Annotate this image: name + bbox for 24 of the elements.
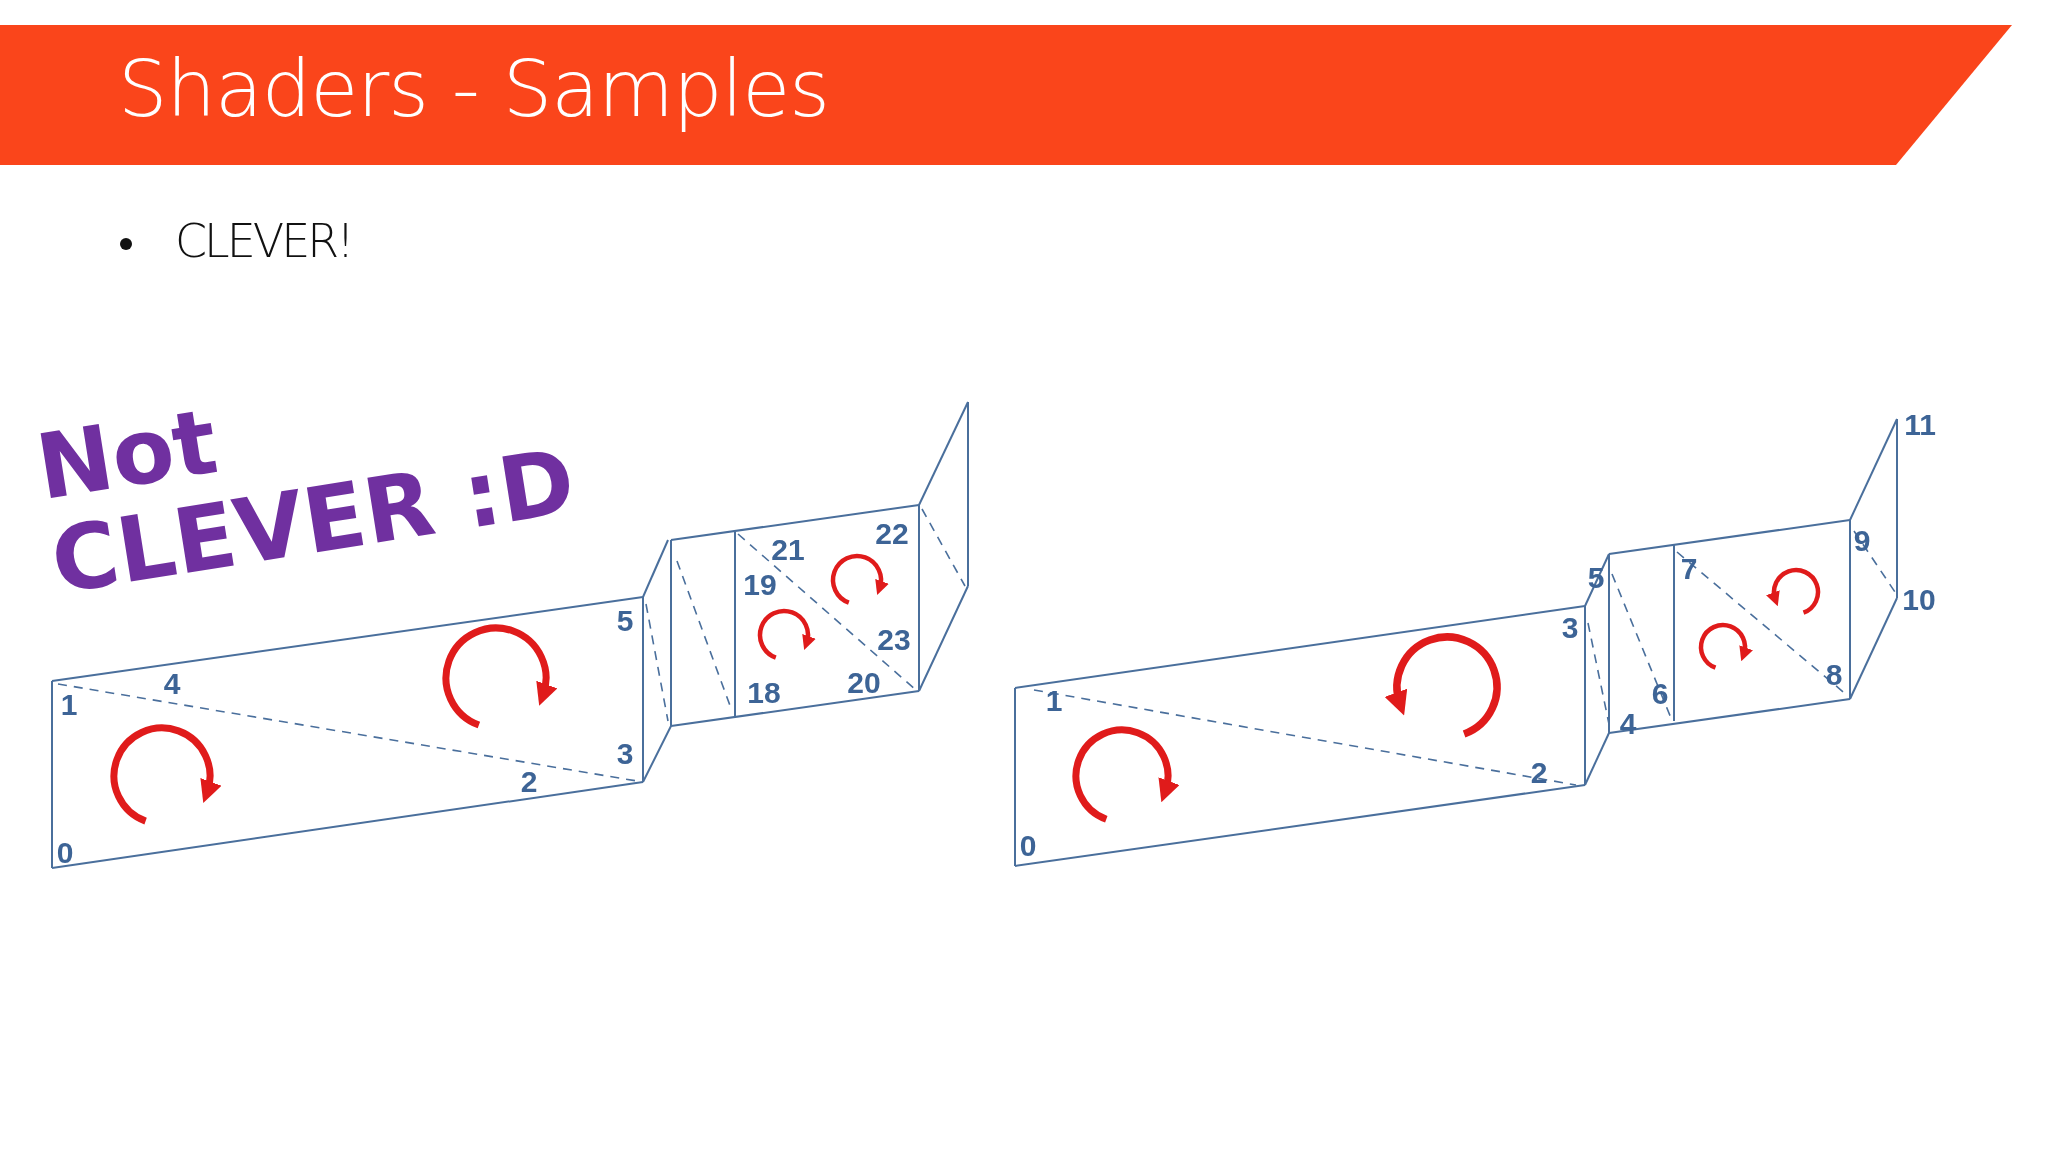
vertex-number: 7 [1680, 554, 1698, 584]
vertex-number: 10 [1902, 585, 1936, 615]
vertex-number: 2 [520, 767, 538, 797]
vertex-number: 11 [1904, 410, 1936, 440]
vertex-number: 0 [1019, 831, 1037, 861]
vertex-number: 6 [1651, 679, 1669, 709]
vertex-number: 1 [1045, 686, 1063, 716]
vertex-number: 9 [1853, 526, 1871, 556]
vertex-number: 3 [1561, 613, 1579, 643]
vertex-number: 5 [616, 606, 634, 636]
vertex-number: 8 [1825, 660, 1843, 690]
vertex-number: 1 [60, 690, 78, 720]
vertex-number: 0 [56, 838, 74, 868]
vertex-number: 20 [847, 668, 881, 698]
vertex-number: 2 [1530, 758, 1548, 788]
vertex-number: 4 [163, 669, 181, 699]
vertex-number: 23 [877, 625, 911, 655]
vertex-number: 18 [747, 678, 781, 708]
vertex-number: 3 [616, 739, 634, 769]
vertex-number: 19 [743, 570, 777, 600]
vertex-number: 22 [875, 519, 909, 549]
vertex-number: 21 [771, 535, 805, 565]
overlay-caption: Not CLEVER :D [30, 387, 583, 609]
bullet-text: CLEVER! [175, 218, 352, 264]
